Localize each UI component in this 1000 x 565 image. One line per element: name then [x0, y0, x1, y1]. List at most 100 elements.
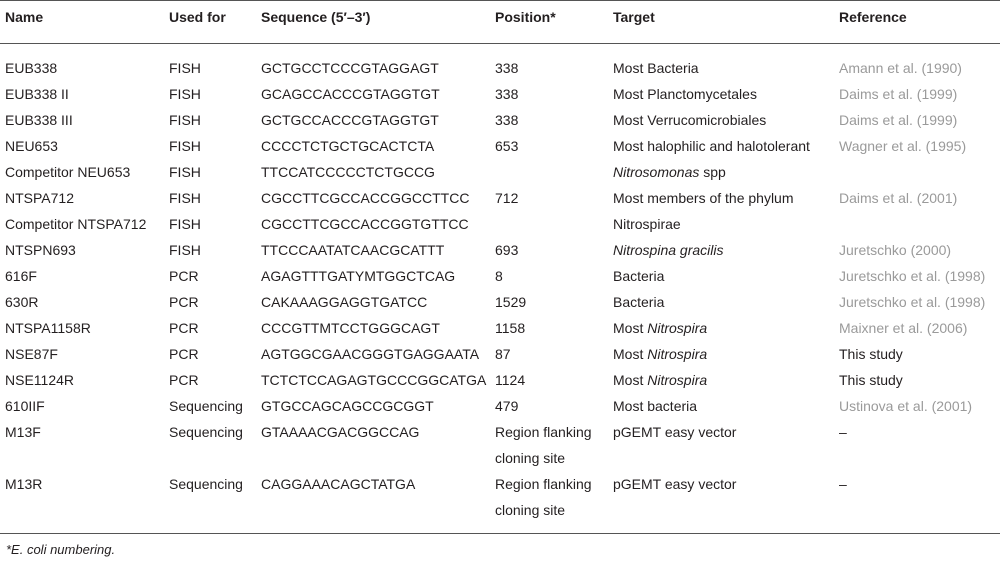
cell-name: Competitor NTSPA712 — [5, 216, 147, 232]
cell-used-for: FISH — [169, 190, 201, 206]
cell-sequence: CAGGAAACAGCTATGA — [261, 476, 416, 492]
cell-used-for: PCR — [169, 294, 199, 310]
target-taxon: Nitrospira — [647, 346, 708, 362]
target-taxon: Nitrosomonas — [613, 164, 700, 180]
table-row: Competitor NEU653 FISH TTCCATCCCCCTCTGCCG N… — [0, 159, 1000, 185]
cell-position: 712 — [495, 190, 519, 206]
cell-sequence: GCAGCCACCCGTAGGTGT — [261, 86, 440, 102]
cell-sequence: GTAAAACGACGGCCAG — [261, 424, 420, 440]
cell-target: Most halophilic and halotolerant — [613, 138, 810, 154]
target-prefix: Most — [613, 372, 648, 388]
table-footnote: *E. coli numbering. — [6, 542, 116, 557]
cell-used-for: Sequencing — [169, 398, 243, 414]
cell-sequence: CCCCTCTGCTGCACTCTA — [261, 138, 435, 154]
target-prefix: Most — [613, 346, 648, 362]
cell-position: Region flanking — [495, 424, 592, 440]
cell-reference: Daims et al. (1999) — [839, 112, 958, 128]
cell-name: 630R — [5, 294, 39, 310]
cell-position: 1158 — [495, 320, 526, 336]
cell-name: Competitor NEU653 — [5, 164, 131, 180]
cell-target: Most Nitrospira — [613, 315, 839, 341]
cell-reference: Ustinova et al. (2001) — [839, 398, 973, 414]
cell-reference: Daims et al. (2001) — [839, 190, 958, 206]
cell-target: Bacteria — [613, 268, 665, 284]
cell-sequence: GTGCCAGCAGCCGCGGT — [261, 398, 434, 414]
cell-reference: Maixner et al. (2006) — [839, 320, 968, 336]
table-row: cloning site — [0, 445, 1000, 471]
cell-position: 479 — [495, 398, 519, 414]
cell-used-for: FISH — [169, 164, 201, 180]
cell-used-for: FISH — [169, 60, 201, 76]
cell-position: 1124 — [495, 372, 526, 388]
cell-target: pGEMT easy vector — [613, 476, 737, 492]
cell-used-for — [169, 445, 261, 471]
cell-name: EUB338 — [5, 60, 58, 76]
cell-sequence: TCTCTCCAGAGTGCCCGGCATGA — [261, 372, 487, 388]
cell-position: 338 — [495, 86, 519, 102]
cell-reference — [839, 445, 1000, 471]
header-reference: Reference — [839, 0, 1000, 44]
cell-name: EUB338 III — [5, 112, 73, 128]
cell-position — [495, 159, 613, 185]
cell-position: 8 — [495, 268, 503, 284]
primer-table: Name Used for Sequence (5′–3′) Position*… — [0, 0, 1000, 534]
cell-position: 693 — [495, 242, 519, 258]
target-taxon: Nitrospira — [647, 372, 708, 388]
cell-position: 338 — [495, 112, 519, 128]
cell-position: cloning site — [495, 497, 613, 534]
cell-sequence: GCTGCCTCCCGTAGGAGT — [261, 60, 439, 76]
cell-target: Most Planctomycetales — [613, 86, 757, 102]
cell-reference: Amann et al. (1990) — [839, 60, 962, 76]
cell-reference: Wagner et al. (1995) — [839, 138, 967, 154]
header-target: Target — [613, 0, 839, 44]
cell-target: Nitrospina gracilis — [613, 237, 839, 263]
cell-used-for: PCR — [169, 268, 199, 284]
cell-reference — [839, 497, 1000, 534]
cell-used-for: Sequencing — [169, 476, 243, 492]
cell-sequence — [261, 497, 495, 534]
cell-name: NSE1124R — [5, 372, 75, 388]
cell-reference: – — [839, 424, 847, 440]
target-prefix: Most — [613, 320, 648, 336]
cell-target: Nitrosomonas spp — [613, 159, 839, 185]
cell-used-for: PCR — [169, 372, 199, 388]
cell-sequence — [261, 445, 495, 471]
target-taxon: Nitrospira — [647, 320, 708, 336]
cell-name: 616F — [5, 268, 37, 284]
target-suffix: spp — [699, 164, 726, 180]
cell-sequence: CCCGTTMTCCTGGGCAGT — [261, 320, 440, 336]
cell-sequence: TTCCATCCCCCTCTGCCG — [261, 164, 435, 180]
table-header-row: Name Used for Sequence (5′–3′) Position*… — [0, 0, 1000, 44]
cell-reference: This study — [839, 372, 903, 388]
cell-sequence: CAKAAAGGAGGTGATCC — [261, 294, 428, 310]
cell-target — [613, 497, 839, 534]
cell-used-for: FISH — [169, 242, 201, 258]
cell-position: 1529 — [495, 294, 527, 310]
cell-reference: Daims et al. (1999) — [839, 86, 958, 102]
cell-reference — [839, 211, 1000, 237]
cell-target: Most members of the phylum — [613, 190, 794, 206]
cell-used-for: PCR — [169, 346, 199, 362]
cell-used-for — [169, 497, 261, 534]
cell-reference: Juretschko (2000) — [839, 242, 952, 258]
cell-reference: Juretschko et al. (1998) — [839, 268, 986, 284]
cell-name: NEU653 — [5, 138, 58, 154]
cell-name: NSE87F — [5, 346, 58, 362]
cell-position: 338 — [495, 60, 519, 76]
cell-name: NTSPA712 — [5, 190, 74, 206]
cell-sequence: GCTGCCACCCGTAGGTGT — [261, 112, 439, 128]
table-row: NSE1124R PCR TCTCTCCAGAGTGCCCGGCATGA 1124 Mo… — [0, 367, 1000, 393]
cell-used-for: FISH — [169, 138, 201, 154]
cell-position — [495, 211, 613, 237]
